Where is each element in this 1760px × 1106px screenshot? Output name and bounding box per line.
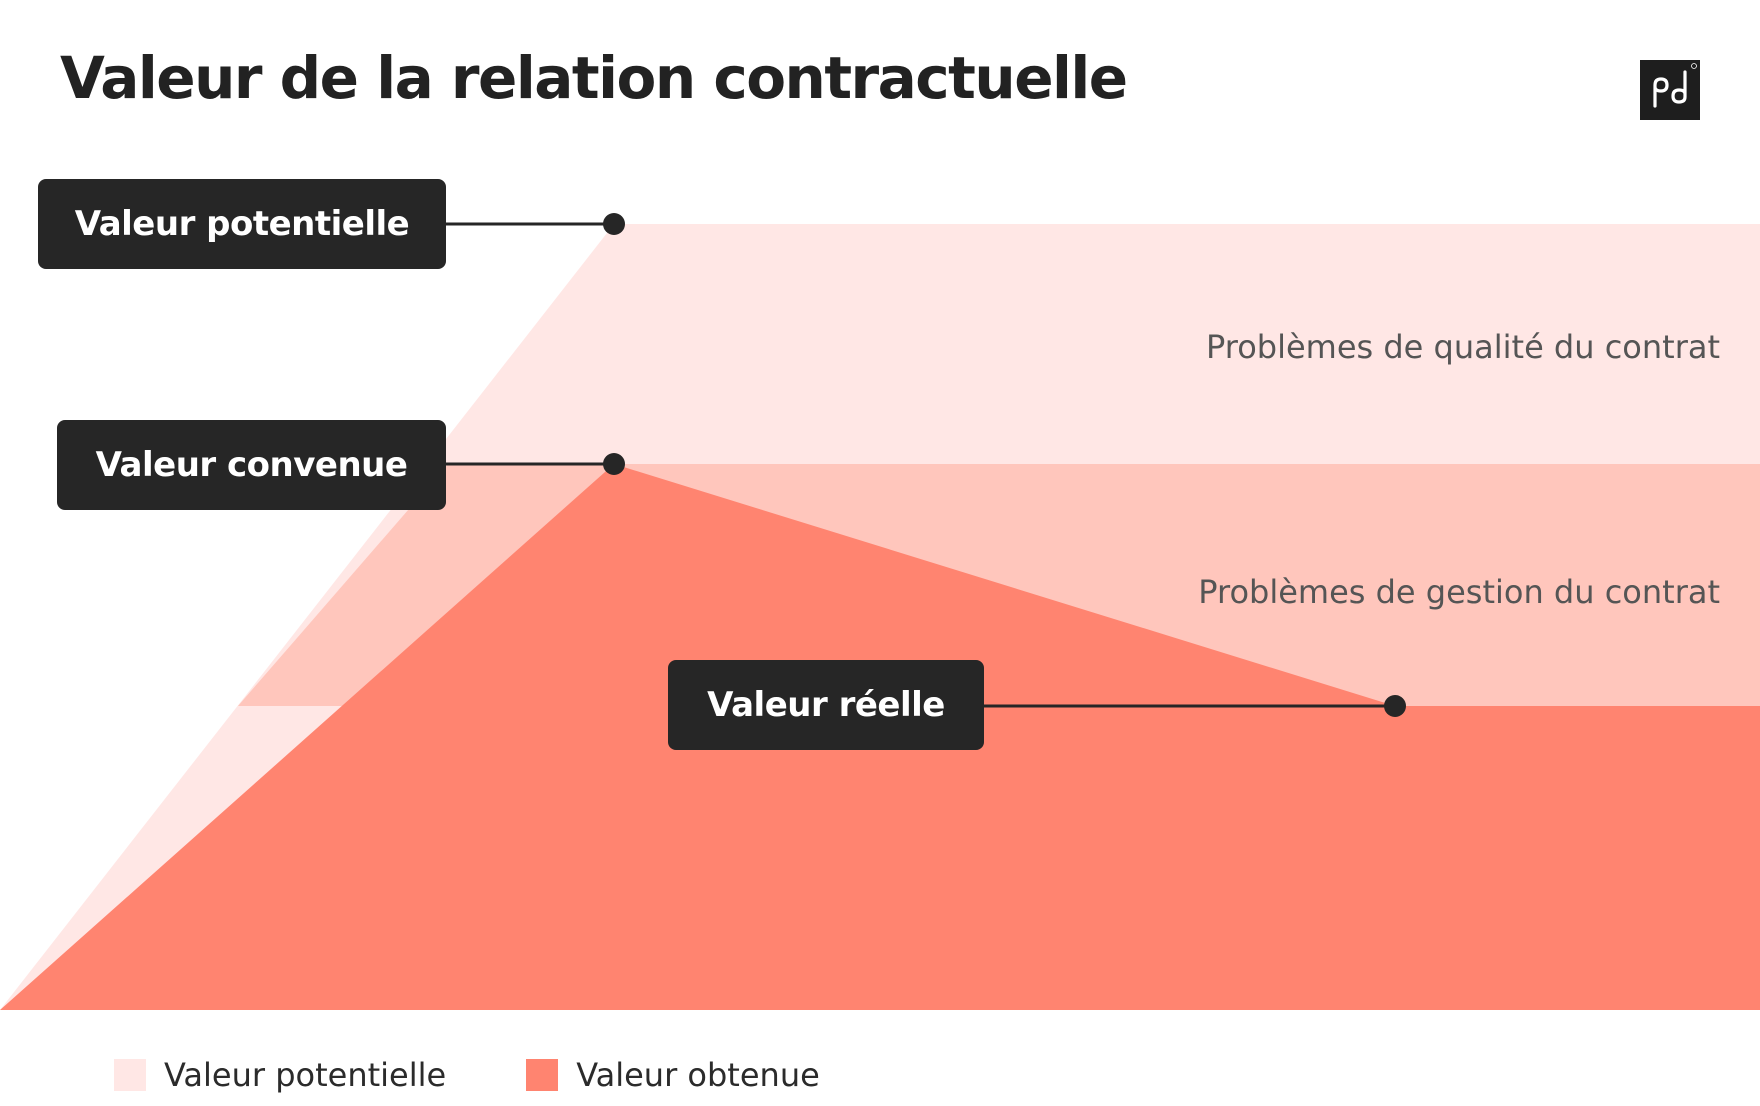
management-problems-label: Problèmes de gestion du contrat — [1198, 573, 1720, 611]
actual-value-tag: Valeur réelle — [668, 660, 984, 750]
quality-problems-label: Problèmes de qualité du contrat — [1206, 328, 1720, 366]
pd-logo-icon — [1640, 60, 1700, 120]
legend-swatch-potential — [114, 1059, 146, 1091]
legend-item-obtained: Valeur obtenue — [526, 1056, 820, 1094]
potential-point — [603, 213, 625, 235]
actual-point — [1384, 695, 1406, 717]
legend: Valeur potentielle Valeur obtenue — [114, 1056, 900, 1094]
legend-swatch-obtained — [526, 1059, 559, 1091]
agreed-value-tag: Valeur convenue — [57, 420, 446, 510]
legend-label-obtained: Valeur obtenue — [576, 1056, 820, 1094]
legend-item-potential: Valeur potentielle — [114, 1056, 446, 1094]
legend-label-potential: Valeur potentielle — [164, 1056, 447, 1094]
agreed-point — [603, 453, 625, 475]
potential-value-tag: Valeur potentielle — [38, 179, 446, 269]
page-title: Valeur de la relation contractuelle — [60, 44, 1128, 112]
